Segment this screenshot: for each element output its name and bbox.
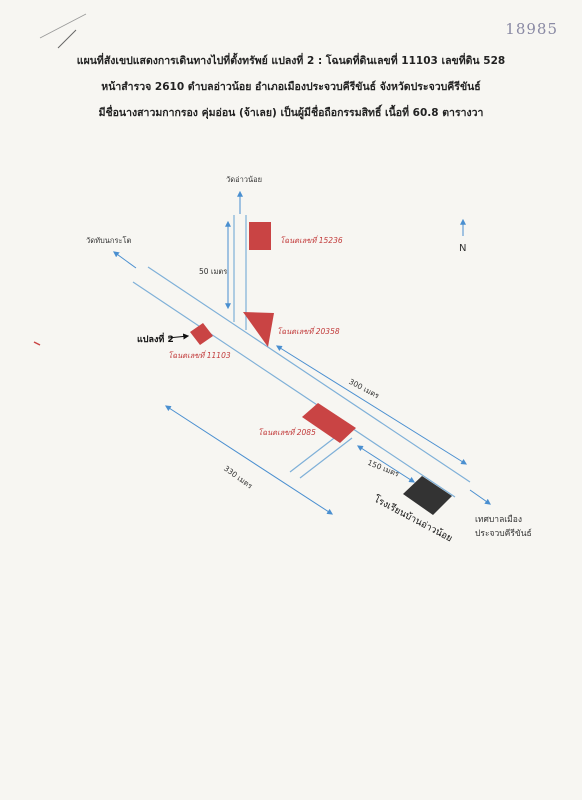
- map-header: แผนที่สังเขปแสดงการเดินทางไปที่ตั้งทรัพย…: [0, 48, 582, 126]
- label-parcel-2085: โฉนดเลขที่ 2085: [258, 428, 316, 437]
- label-target-plot: แปลงที่ 2: [137, 335, 174, 345]
- stray-mark: [33, 341, 41, 346]
- parcel-2085: [302, 403, 356, 443]
- target-pointer-arrow: [167, 333, 190, 340]
- scan-marks: [39, 13, 87, 49]
- header-line-3: มีชื่อนางสาวมกากรอง คุ่มอ่อน (จ้าเลย) เป…: [98, 107, 484, 119]
- header-line-1: แผนที่สังเขปแสดงการเดินทางไปที่ตั้งทรัพย…: [76, 55, 506, 67]
- label-parcel-11103: โฉนดเลขที่ 11103: [168, 351, 231, 360]
- label-wat-khao: วัดทับนกระโต: [86, 236, 132, 245]
- school-block: [403, 476, 452, 515]
- label-parcel-15236: โฉนดเลขที่ 15236: [280, 236, 343, 245]
- parcel-11103: [190, 323, 213, 345]
- header-line-2: หน้าสำรวจ 2610 ตำบลอ่าวน้อย อำเภอเมืองปร…: [101, 81, 481, 93]
- label-parcel-20358: โฉนดเลขที่ 20358: [277, 327, 340, 336]
- parcel-15236: [249, 222, 271, 250]
- dimension-330m: [164, 405, 334, 515]
- label-municipality-line2: ประจวบคีรีขันธ์: [475, 529, 532, 539]
- branch-road: [233, 215, 247, 330]
- label-wat-ao-noi: วัดอ่าวน้อย: [226, 175, 263, 184]
- label-municipality-line1: เทศบาลเมือง: [475, 515, 523, 525]
- north-label: N: [459, 243, 467, 254]
- dimension-150m: [356, 445, 416, 483]
- document-number: 18985: [505, 20, 558, 38]
- dimension-300m: [275, 345, 468, 465]
- arrow-to-wat-khao: [113, 251, 137, 269]
- arrow-to-municipality: [469, 489, 491, 505]
- parcel-20358: [243, 312, 274, 347]
- label-distance-50m: 50 เมตร: [199, 267, 228, 276]
